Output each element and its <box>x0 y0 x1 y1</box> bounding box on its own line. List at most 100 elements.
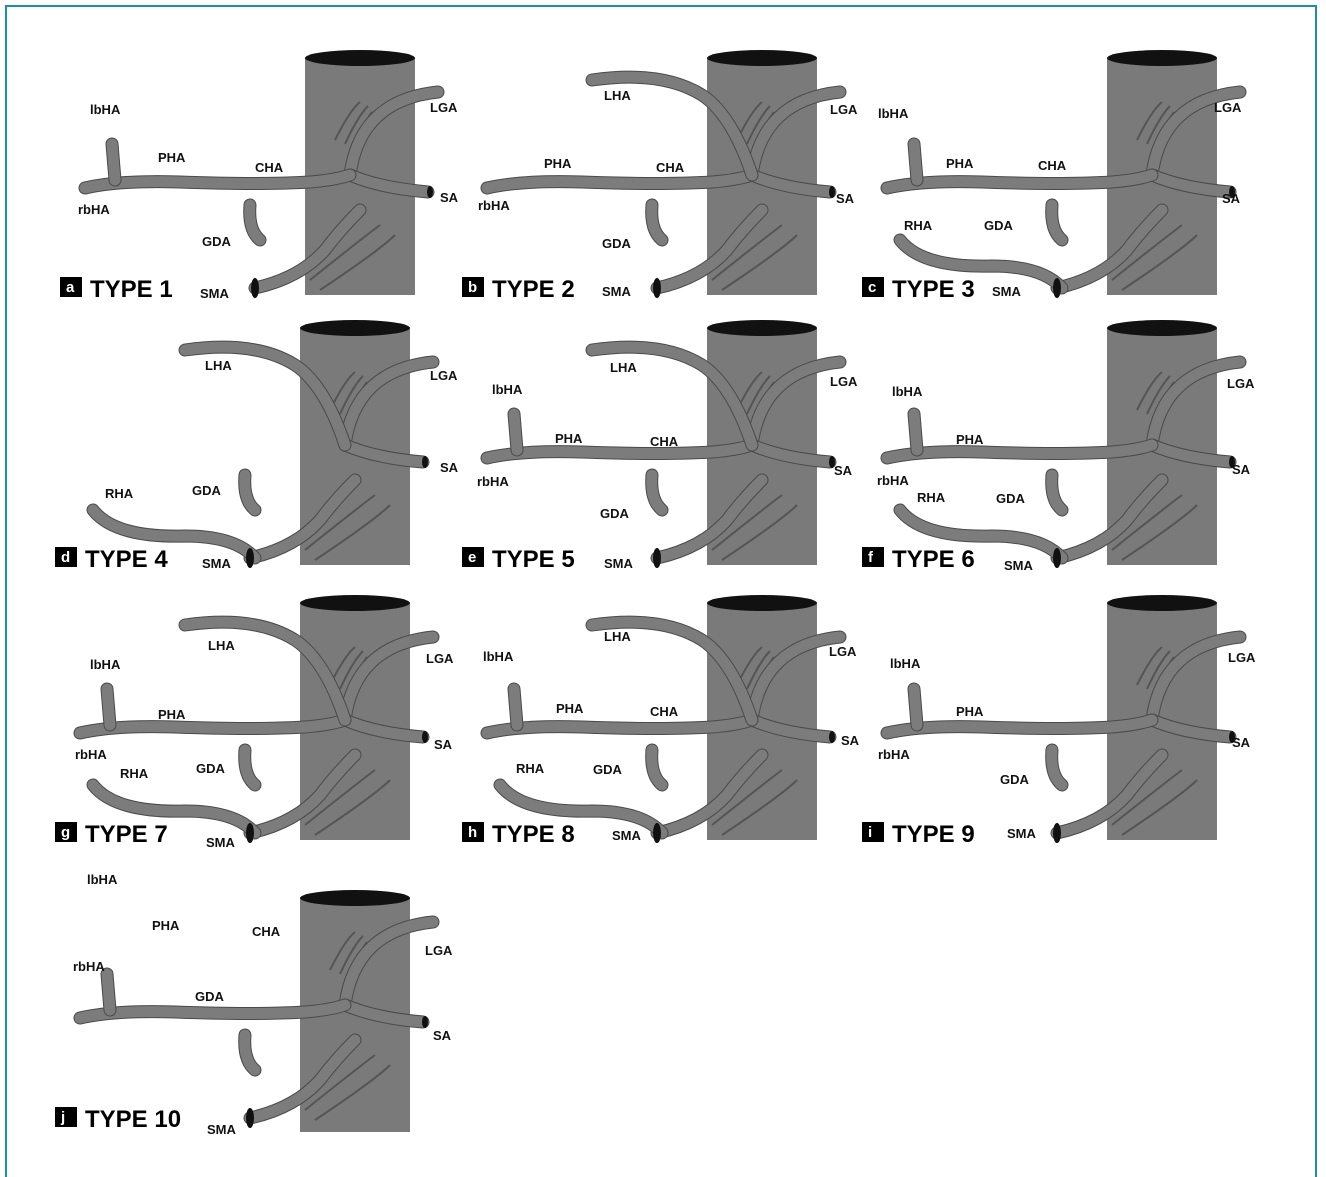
panel-title: TYPE 3 <box>892 276 975 303</box>
sma-label: SMA <box>604 556 634 571</box>
rbha-label: rbHA <box>73 959 105 974</box>
aorta-shadow-lines <box>304 494 391 561</box>
figure-frame <box>5 5 1317 1177</box>
pha-label: PHA <box>555 431 583 446</box>
lha-vessel <box>179 616 351 726</box>
aorta-top <box>1107 320 1217 336</box>
aorta-top <box>300 890 410 906</box>
rbha-label: rbHA <box>877 473 909 488</box>
gda-vessel <box>1046 744 1068 791</box>
lha-vessel <box>179 341 351 451</box>
sa-orifice <box>829 186 835 198</box>
sma-label: SMA <box>612 828 642 843</box>
lga-vessel <box>746 356 846 451</box>
sma-orifice <box>246 1108 254 1128</box>
sma-vessel <box>651 474 768 564</box>
lbha-vessel <box>508 408 523 456</box>
rbha-label: rbHA <box>78 202 110 217</box>
panel-title: TYPE 4 <box>85 546 168 573</box>
sma-orifice <box>653 823 661 843</box>
lbha-label: lbHA <box>483 649 514 664</box>
panel-title: TYPE 2 <box>492 276 575 303</box>
pha-vessel <box>481 169 758 194</box>
aorta-shadow-lines <box>1111 769 1198 836</box>
rha-vessel <box>894 234 1068 294</box>
rha-vessel <box>87 779 261 839</box>
aorta-shadow-lines <box>1111 224 1198 291</box>
lha-label: LHA <box>205 358 232 373</box>
gda-vessel <box>646 469 668 516</box>
sma-label: SMA <box>200 286 230 301</box>
rbha-label: rbHA <box>478 198 510 213</box>
lbha-vessel <box>101 683 116 731</box>
lha-label: LHA <box>208 638 235 653</box>
lha-vessel <box>586 341 758 451</box>
rha-label: RHA <box>904 218 933 233</box>
lga-vessel <box>1146 631 1246 726</box>
gda-vessel <box>646 744 668 791</box>
sma-label: SMA <box>206 835 236 850</box>
panel-letter: j <box>60 1109 65 1126</box>
lga-vessel <box>339 356 439 451</box>
aorta-shadow-lines <box>711 224 798 291</box>
pha-label: PHA <box>158 150 186 165</box>
pha-label: PHA <box>956 432 984 447</box>
aorta-top <box>707 320 817 336</box>
gda-label: GDA <box>195 989 225 1004</box>
sma-orifice <box>246 823 254 843</box>
sa-label: SA <box>841 733 860 748</box>
lha-label: LHA <box>604 88 631 103</box>
lga-label: LGA <box>426 651 454 666</box>
pha-vessel <box>881 714 1158 739</box>
pha-vessel <box>881 439 1158 464</box>
aorta-shadow-lines <box>1111 494 1198 561</box>
panel-letter-box <box>462 277 484 297</box>
gda-vessel <box>239 1029 261 1076</box>
cha-label: CHA <box>255 160 284 175</box>
panel-letter: a <box>66 279 75 296</box>
pha-label: PHA <box>946 156 974 171</box>
panel-letter-box <box>462 822 484 842</box>
sa-label: SA <box>433 1028 452 1043</box>
rha-label: RHA <box>917 490 946 505</box>
panel-letter-box <box>462 547 484 567</box>
sa-label: SA <box>1232 735 1251 750</box>
panel-letter: b <box>468 279 477 296</box>
lbha-vessel <box>908 408 923 456</box>
panel-title: TYPE 8 <box>492 821 575 848</box>
sma-orifice <box>251 278 259 298</box>
sma-label: SMA <box>202 556 232 571</box>
lga-vessel <box>1146 356 1246 451</box>
sa-orifice <box>422 731 428 743</box>
sma-vessel <box>1051 204 1168 294</box>
gda-vessel <box>239 744 261 791</box>
sma-vessel <box>244 474 361 564</box>
pha-vessel <box>79 169 356 194</box>
lbha-vessel <box>508 683 523 731</box>
sma-vessel <box>249 204 366 294</box>
sma-label: SMA <box>602 284 632 299</box>
sa-orifice <box>1229 731 1235 743</box>
cha-label: CHA <box>252 924 281 939</box>
sma-vessel <box>651 749 768 839</box>
panel-title: TYPE 10 <box>85 1106 181 1133</box>
gda-label: GDA <box>1000 772 1030 787</box>
panel-letter-box <box>862 277 884 297</box>
pha-label: PHA <box>158 707 186 722</box>
sma-orifice <box>653 278 661 298</box>
panel-letter-box <box>862 547 884 567</box>
lha-vessel <box>586 616 758 726</box>
panel-letter-box <box>55 1107 77 1127</box>
gda-label: GDA <box>602 236 632 251</box>
panel-letter: c <box>868 279 876 296</box>
